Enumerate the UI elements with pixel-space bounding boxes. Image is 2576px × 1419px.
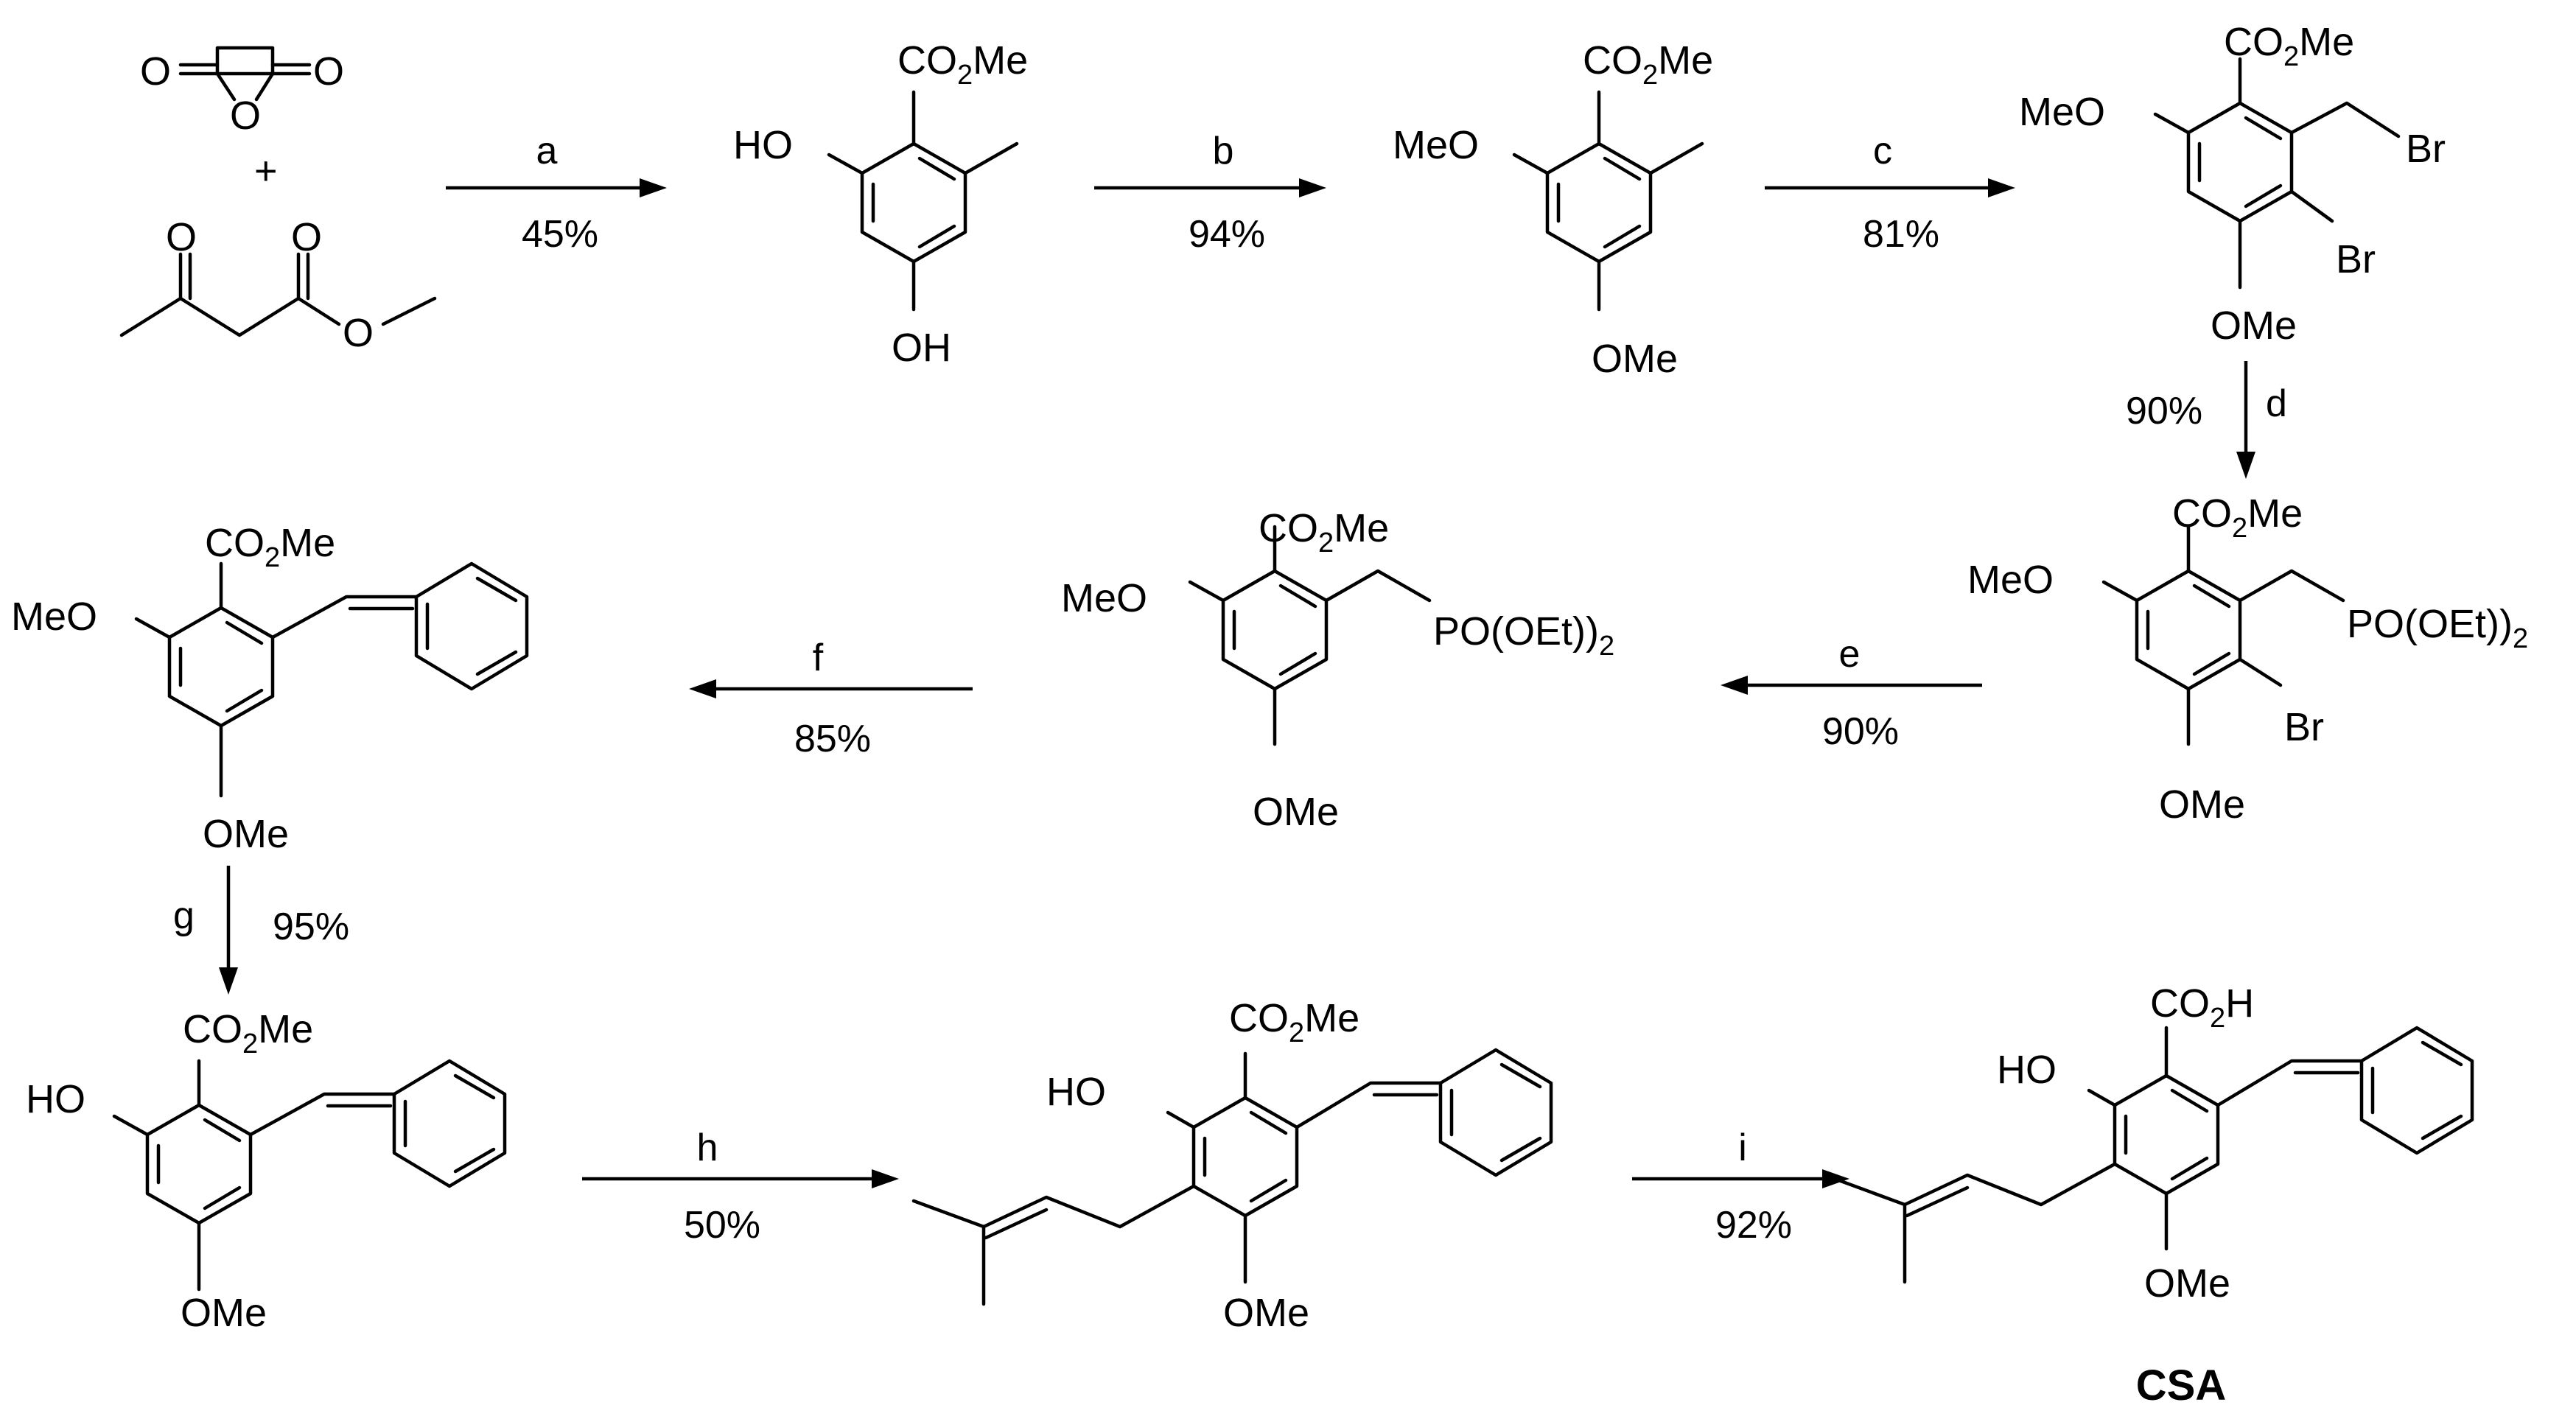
methoxy-label: OMe [1592, 337, 1678, 381]
reaction-arrow-a: a 45% [446, 130, 667, 256]
methoxy-label: MeO [2019, 90, 2105, 134]
compound-2: CO2Me HO OH [733, 38, 1028, 370]
hydroxyl-label: HO [1997, 1048, 2057, 1092]
phosphonate-group: PO(OEt))2 [1433, 609, 1614, 662]
starting-material-methyl-acetoacetate: O O O [119, 215, 437, 355]
ester-group: CO2Me [2172, 491, 2303, 544]
yield-label: 94% [1189, 213, 1265, 256]
ester-group: CO2Me [183, 1007, 313, 1059]
methoxy-label: OMe [2159, 782, 2245, 827]
product-name-label: CSA [2136, 1362, 2226, 1409]
atom-label: O [313, 49, 344, 94]
methoxy-label: OMe [181, 1291, 267, 1335]
reaction-arrow-b: b 94% [1094, 130, 1326, 256]
reaction-arrow-c: c 81% [1765, 130, 2015, 256]
hydroxyl-label: OH [892, 326, 951, 370]
reagent-label: d [2266, 382, 2287, 425]
yield-label: 81% [1863, 213, 1939, 256]
compound-csa: CO2H HO OMe CSA [1833, 981, 2474, 1409]
compound-5: CO2Me MeO PO(OEt))2 Br OMe [1967, 491, 2528, 827]
compound-4: CO2Me MeO Br Br OMe [2019, 20, 2446, 348]
bromine-label: Br [2336, 237, 2376, 281]
reagent-label: a [536, 130, 558, 172]
yield-label: 50% [684, 1204, 760, 1247]
methoxy-label: OMe [2211, 304, 2297, 348]
methoxy-label: OMe [1223, 1291, 1309, 1335]
yield-label: 92% [1715, 1204, 1792, 1247]
reagent-label: f [813, 637, 824, 679]
compound-9: CO2Me HO OMe [911, 996, 1553, 1335]
starting-material-diketene: O O O [140, 46, 344, 138]
atom-label: O [166, 215, 197, 259]
yield-label: 45% [522, 213, 598, 256]
atom-label: O [291, 215, 322, 259]
ester-group: CO2Me [2224, 20, 2354, 72]
yield-label: 90% [1822, 710, 1899, 753]
hydroxyl-label: HO [26, 1077, 85, 1121]
acid-group: CO2H [2150, 981, 2254, 1034]
ester-group: CO2Me [1583, 38, 1713, 91]
bromine-label: Br [2284, 705, 2324, 749]
methoxy-label: MeO [1393, 123, 1479, 167]
reagent-label: h [697, 1127, 718, 1169]
bromine-label: Br [2406, 127, 2446, 171]
reagent-label: e [1839, 633, 1861, 676]
hydroxyl-label: HO [1046, 1070, 1106, 1114]
compound-7: CO2Me MeO OMe [11, 521, 529, 856]
reaction-arrow-i: i 92% [1632, 1127, 1849, 1247]
reaction-arrow-f: f 85% [689, 637, 973, 760]
plus-sign: + [254, 149, 278, 193]
ester-group: CO2Me [205, 521, 335, 573]
methoxy-label: OMe [203, 812, 289, 856]
atom-label: O [140, 49, 171, 94]
ester-group: CO2Me [897, 38, 1028, 91]
reaction-arrow-d: 90% d [2126, 361, 2287, 479]
reagent-label: b [1213, 130, 1234, 172]
reagent-label: g [173, 894, 195, 937]
methoxy-label: MeO [1061, 576, 1147, 620]
hydroxyl-label: HO [733, 123, 793, 167]
methoxy-label: MeO [1967, 558, 2054, 602]
ester-group: CO2Me [1229, 996, 1359, 1048]
reagent-label: i [1738, 1127, 1747, 1169]
yield-label: 90% [2126, 390, 2202, 432]
yield-label: 85% [794, 718, 871, 760]
ester-group: CO2Me [1259, 506, 1389, 558]
atom-label: O [343, 311, 374, 355]
compound-6: CO2Me MeO PO(OEt))2 OMe [1061, 506, 1614, 834]
methoxy-label: OMe [1253, 790, 1339, 834]
methoxy-label: MeO [11, 595, 97, 639]
compound-3: CO2Me MeO OMe [1393, 38, 1713, 381]
compound-8: CO2Me HO OMe [26, 1007, 507, 1335]
reagent-label: c [1873, 130, 1892, 172]
reaction-arrow-h: h 50% [582, 1127, 899, 1247]
methoxy-label: OMe [2144, 1261, 2230, 1306]
phosphonate-group: PO(OEt))2 [2347, 602, 2528, 654]
yield-label: 95% [273, 905, 349, 948]
reaction-arrow-e: e 90% [1721, 633, 1982, 753]
reaction-arrow-g: g 95% [173, 866, 349, 995]
